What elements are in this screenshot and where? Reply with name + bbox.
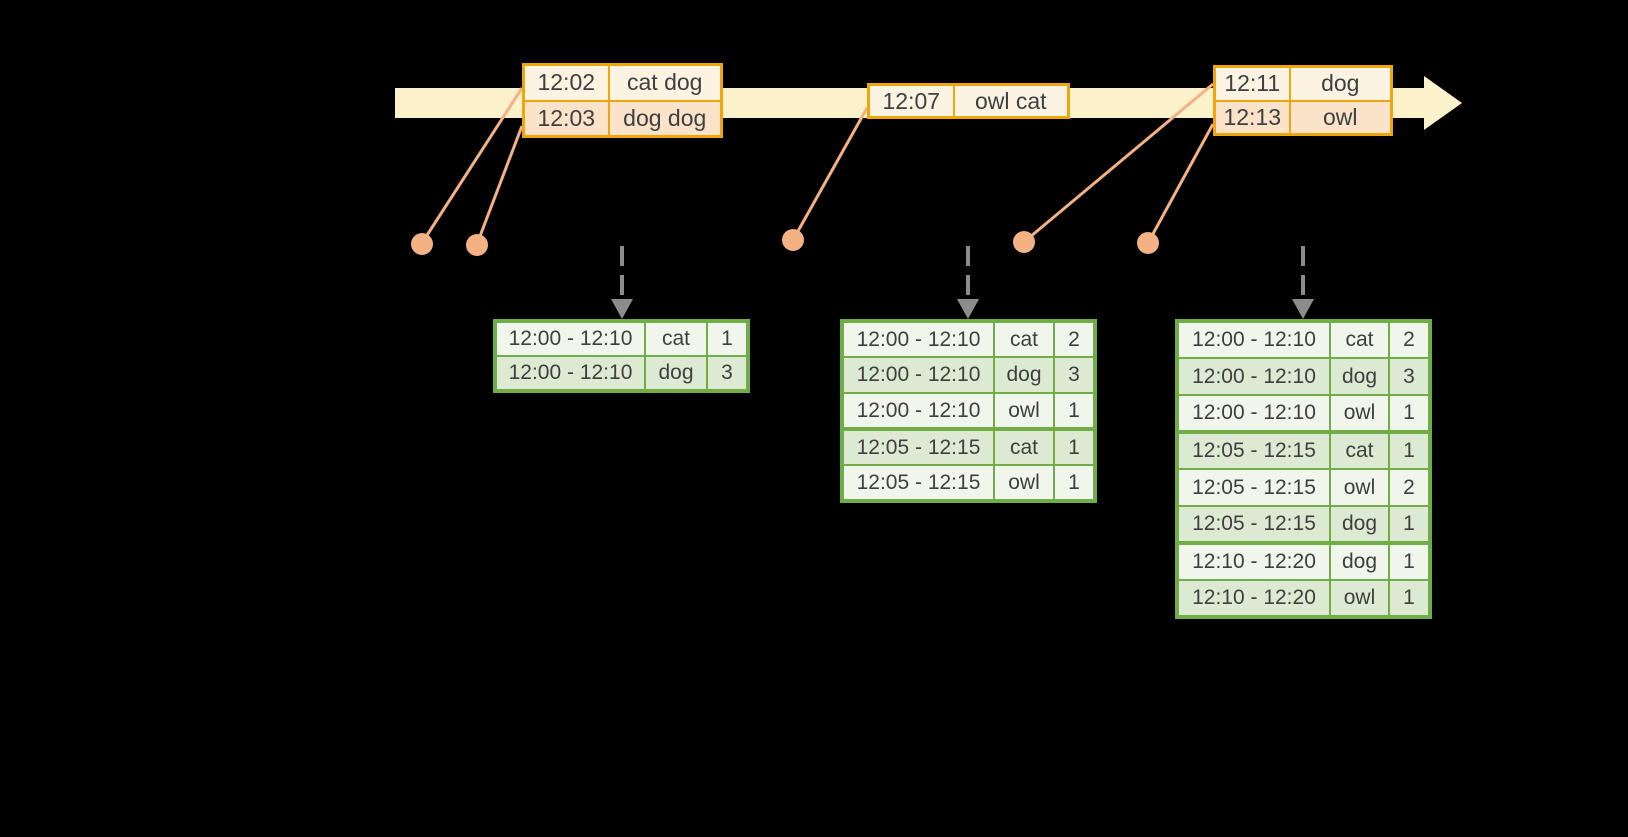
table-cell: 12:00 - 12:10 [1176,394,1331,433]
trigger-dashed-arrow [1292,246,1314,319]
table-cell: cat dog [607,63,723,102]
table-cell: dog [1329,505,1390,544]
table-cell: 1 [1388,579,1431,618]
timeline-arrowhead-icon [1424,76,1462,130]
table-cell: 12:07 [867,83,955,119]
table-cell: 2 [1388,468,1431,507]
table-cell: 12:00 - 12:10 [1176,357,1331,396]
trigger-arrowhead-icon [957,299,979,319]
table-cell: 12:05 - 12:15 [841,464,995,502]
table-cell: 12:00 - 12:10 [841,320,995,358]
table-cell: dog [644,355,708,392]
table-cell: 12:02 [522,63,610,102]
event-marker-dot [782,229,804,251]
table-cell: cat [1329,320,1390,359]
table-cell: 3 [1388,357,1431,396]
table-cell: cat [993,320,1055,358]
table-cell: 1 [706,320,749,357]
table-cell: 12:00 - 12:10 [841,356,995,394]
table-cell: 1 [1053,392,1096,430]
table-cell: 3 [1053,356,1096,394]
event-marker-dot [1013,231,1035,253]
table-cell: 12:10 - 12:20 [1176,541,1331,581]
table-cell: 2 [1053,320,1096,358]
table-cell: 12:00 - 12:10 [494,320,646,357]
table-cell: 12:05 - 12:15 [1176,505,1331,544]
table-cell: 12:05 - 12:15 [841,427,995,466]
table-cell: dog [1288,65,1393,102]
table-cell: owl [1329,394,1390,433]
table-cell: owl [993,464,1055,502]
table-cell: 12:00 - 12:10 [1176,320,1331,359]
table-cell: owl [1329,468,1390,507]
table-cell: 1 [1388,430,1431,470]
table-cell: owl [993,392,1055,430]
table-cell: dog dog [607,99,723,138]
table-cell: 3 [706,355,749,392]
table-cell: 1 [1388,394,1431,433]
table-cell: cat [1329,430,1390,470]
table-cell: cat [644,320,708,357]
table-cell: dog [1329,357,1390,396]
table-cell: 12:00 - 12:10 [494,355,646,392]
table-cell: dog [1329,541,1390,581]
trigger-arrowhead-icon [611,299,633,319]
event-connector-line [475,125,524,245]
table-cell: 2 [1388,320,1431,359]
table-cell: 12:05 - 12:15 [1176,430,1331,470]
table-cell: owl [1329,579,1390,618]
table-cell: 1 [1053,464,1096,502]
table-cell: 1 [1053,427,1096,466]
event-marker-dot [411,233,433,255]
event-connector-line [1146,123,1215,244]
table-cell: dog [993,356,1055,394]
table-cell: 1 [1388,541,1431,581]
trigger-dashed-arrow [957,246,979,319]
table-cell: 12:05 - 12:15 [1176,468,1331,507]
table-cell: cat [993,427,1055,466]
table-cell: owl cat [952,83,1070,119]
table-cell: 12:00 - 12:10 [841,392,995,430]
event-marker-dot [466,234,488,256]
event-connector-line [791,107,869,241]
trigger-dashed-arrow [611,246,633,319]
table-cell: 1 [1388,505,1431,544]
table-cell: owl [1288,99,1393,136]
event-marker-dot [1137,232,1159,254]
table-cell: 12:10 - 12:20 [1176,579,1331,618]
table-cell: 12:03 [522,99,610,138]
table-cell: 12:13 [1213,99,1291,136]
trigger-arrowhead-icon [1292,299,1314,319]
table-cell: 12:11 [1213,65,1291,102]
